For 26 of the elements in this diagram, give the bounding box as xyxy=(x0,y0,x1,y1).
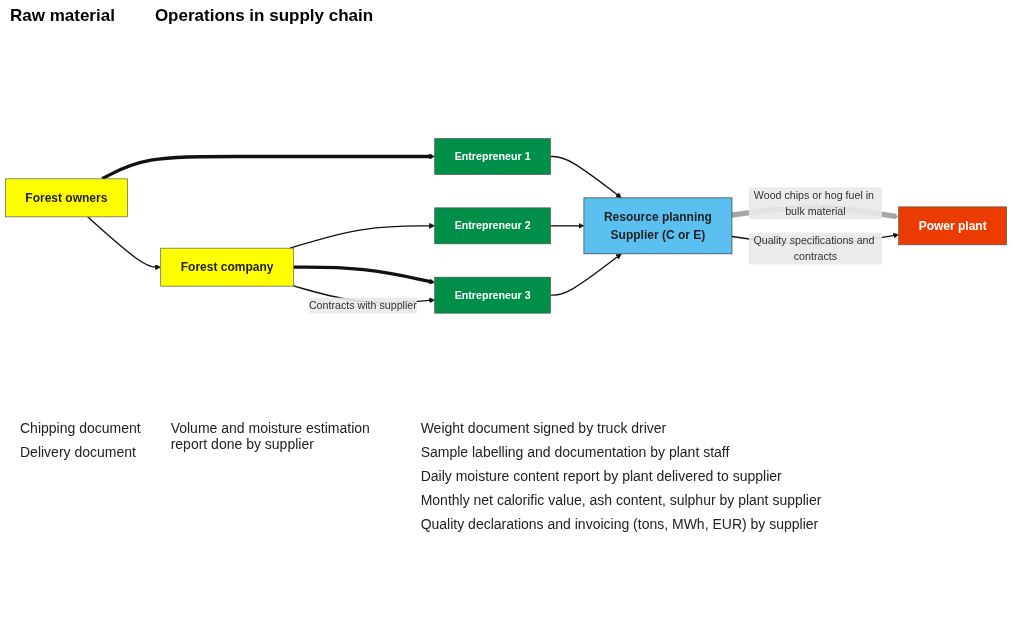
document-note: Monthly net calorific value, ash content, sulphur by plant supplier xyxy=(420,492,822,508)
document-note: Quality declarations and invoicing (tons, MWh, EUR) by supplier xyxy=(420,516,820,532)
node-box: Entrepreneur 2 xyxy=(434,207,551,245)
document-note: Sample labelling and documentation by plant staff xyxy=(420,444,731,460)
edge-label: Quality specifications and contracts xyxy=(753,234,875,262)
node-box: Forest company xyxy=(160,247,294,287)
document-note: Chipping document xyxy=(20,420,141,436)
report-note: Volume and moisture estimation report done by supplier xyxy=(170,420,371,452)
node-box: Forest owners xyxy=(5,178,128,218)
arrow xyxy=(293,265,435,285)
node-box: Power plant xyxy=(898,206,1007,246)
node-box: Entrepreneur 3 xyxy=(434,276,551,314)
arrow xyxy=(549,253,622,296)
arrow xyxy=(549,155,622,199)
edge-label: Wood chips or hog fuel in bulk material xyxy=(753,189,875,217)
arrow xyxy=(289,222,435,249)
arrow xyxy=(86,216,161,271)
column-heading: Raw material xyxy=(10,6,115,26)
arrow xyxy=(549,222,585,229)
edge-label: Contracts with supplier xyxy=(308,299,417,311)
document-note: Weight document signed by truck driver xyxy=(420,420,668,436)
document-note: Daily moisture content report by plant delivered to supplier xyxy=(420,468,783,484)
node-box: Resource planning Supplier (C or E) xyxy=(583,197,733,255)
node-box: Entrepreneur 1 xyxy=(434,138,551,175)
document-note: Delivery document xyxy=(20,444,137,460)
column-heading: Operations in supply chain xyxy=(154,6,374,26)
